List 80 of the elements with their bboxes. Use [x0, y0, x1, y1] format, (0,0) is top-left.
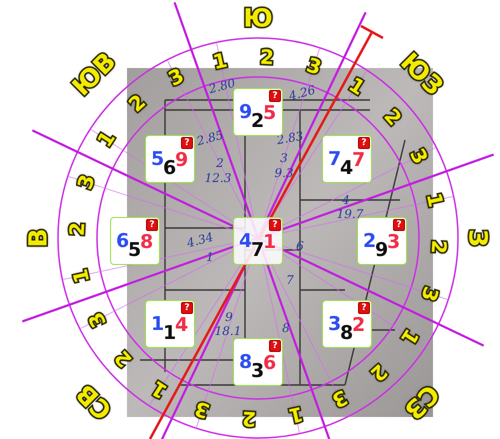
handwritten-label: 4.26: [288, 84, 316, 102]
ring-number: 2: [428, 240, 450, 255]
direction-label: Ю: [243, 6, 273, 30]
ring-number: 1: [398, 325, 422, 348]
star-number: 7: [328, 150, 342, 169]
star-number: 9: [375, 241, 388, 260]
direction-label: СВ: [72, 380, 116, 424]
ring-number: 1: [70, 266, 92, 285]
star-number: 3: [387, 233, 400, 252]
question-badge: ?: [393, 219, 405, 231]
star-number: 1: [263, 233, 276, 252]
handwritten-label: 2.83: [276, 130, 304, 146]
handwritten-label: 12.3: [204, 172, 232, 184]
star-number: 4: [175, 316, 188, 335]
star-number: 2: [251, 112, 264, 131]
star-number: 1: [163, 324, 176, 343]
ring-number: 3: [418, 284, 442, 304]
ring-number: 3: [329, 387, 351, 412]
star-number: 5: [151, 150, 164, 169]
ring-number: 3: [407, 145, 432, 167]
star-number: 3: [328, 315, 342, 334]
handwritten-label: 19.7: [336, 208, 364, 220]
ring-number: 2: [367, 360, 391, 385]
star-number: 4: [340, 159, 354, 178]
star-number: 8: [239, 353, 252, 372]
question-badge: ?: [181, 137, 193, 149]
star-number: 1: [151, 315, 164, 334]
handwritten-label: 8: [282, 322, 290, 334]
handwritten-label: 2.85: [196, 128, 224, 148]
star-number: 9: [239, 103, 252, 122]
handwritten-label: 2: [216, 157, 224, 169]
star-number: 8: [340, 324, 354, 343]
ring-number: 2: [380, 105, 405, 129]
handwritten-label: 4.34: [186, 230, 214, 250]
ring-number: 1: [424, 191, 446, 210]
star-number: 6: [116, 232, 130, 251]
ring-number: 3: [192, 398, 212, 422]
star-number: 7: [352, 151, 366, 170]
question-badge: ?: [269, 90, 281, 102]
star-number: 4: [239, 232, 252, 251]
question-badge: ?: [269, 219, 281, 231]
star-number: 6: [263, 354, 276, 373]
handwritten-label: 18.1: [214, 325, 242, 337]
ring-number: 3: [165, 64, 187, 89]
ring-number: 3: [74, 172, 98, 192]
ring-number: 2: [241, 408, 256, 430]
question-badge: ?: [358, 302, 370, 314]
star-number: 8: [140, 233, 154, 252]
question-badge: ?: [146, 219, 158, 231]
star-number: 6: [163, 159, 176, 178]
star-number: 9: [175, 151, 188, 170]
ring-number: 3: [304, 54, 324, 78]
direction-label: ЮЗ: [396, 48, 448, 100]
star-number: 2: [363, 232, 376, 251]
ring-number: 2: [125, 91, 149, 116]
handwritten-label: 9: [225, 311, 233, 323]
question-badge: ?: [269, 340, 281, 352]
ring-number: 1: [286, 404, 305, 426]
handwritten-label: 3: [280, 152, 288, 164]
ring-number: 2: [111, 347, 136, 371]
ring-number: 1: [94, 128, 118, 151]
ring-number: 3: [84, 309, 109, 331]
direction-label: В: [26, 228, 50, 248]
star-number: 2: [352, 316, 366, 335]
ring-number: 1: [345, 74, 368, 98]
ring-number: 2: [260, 46, 275, 68]
ring-number: 1: [211, 50, 230, 72]
direction-label: ЮВ: [68, 48, 120, 100]
question-badge: ?: [358, 137, 370, 149]
star-number: 5: [263, 104, 276, 123]
direction-label: СЗ: [400, 380, 444, 424]
star-number: 5: [128, 241, 142, 260]
direction-label: З: [466, 229, 490, 247]
question-badge: ?: [181, 302, 193, 314]
handwritten-label: 7: [286, 274, 294, 286]
handwritten-label: 2.80: [208, 76, 236, 96]
ring-number: 1: [148, 378, 171, 402]
star-number: 7: [251, 241, 264, 260]
star-number: 3: [251, 362, 264, 381]
ring-number: 2: [66, 221, 88, 236]
